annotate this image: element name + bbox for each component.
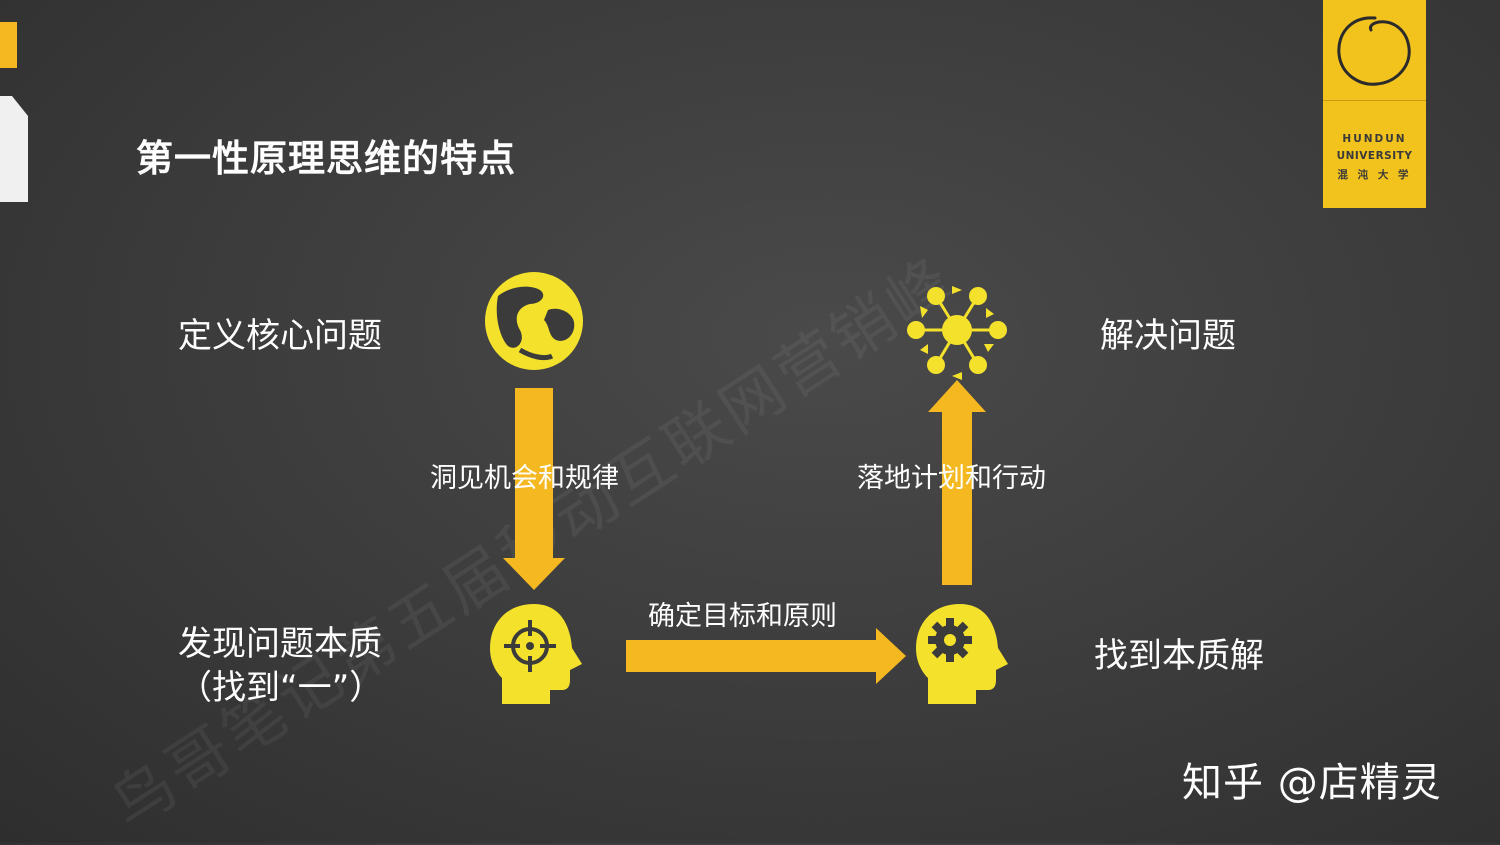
head-gear-icon [916,604,1008,704]
edge-accent-bar [0,22,17,68]
logo-circle-icon [1337,16,1411,86]
zhihu-credit-watermark: 知乎 @店精灵 [1182,760,1442,806]
logo-line-3: 混 沌 大 学 [1337,169,1412,181]
arrow-up [928,380,986,585]
label-solve-problem: 解决问题 [1100,316,1236,356]
slide-title: 第一性原理思维的特点 [136,137,516,180]
label-arrow-down: 洞见机会和规律 [430,463,619,494]
label-arrow-up: 落地计划和行动 [857,463,1046,494]
label-discover-essence: 发现问题本质 [178,624,382,664]
head-target-icon [490,604,582,704]
logo-line-1: HUNDUN [1342,133,1407,145]
globe-icon [485,272,583,370]
hundun-university-logo: HUNDUN UNIVERSITY 混 沌 大 学 [1323,0,1426,208]
logo-divider [1323,100,1426,101]
label-find-essential-solution: 找到本质解 [1094,636,1264,676]
label-define-core-problem: 定义核心问题 [178,316,382,356]
arrow-right [626,628,906,684]
label-find-the-one: （找到“一”） [178,668,384,708]
edge-notch [0,96,28,202]
network-icon [907,286,1007,380]
label-arrow-right: 确定目标和原则 [648,601,837,632]
logo-line-2: UNIVERSITY [1336,150,1413,162]
arrow-down [503,388,565,590]
